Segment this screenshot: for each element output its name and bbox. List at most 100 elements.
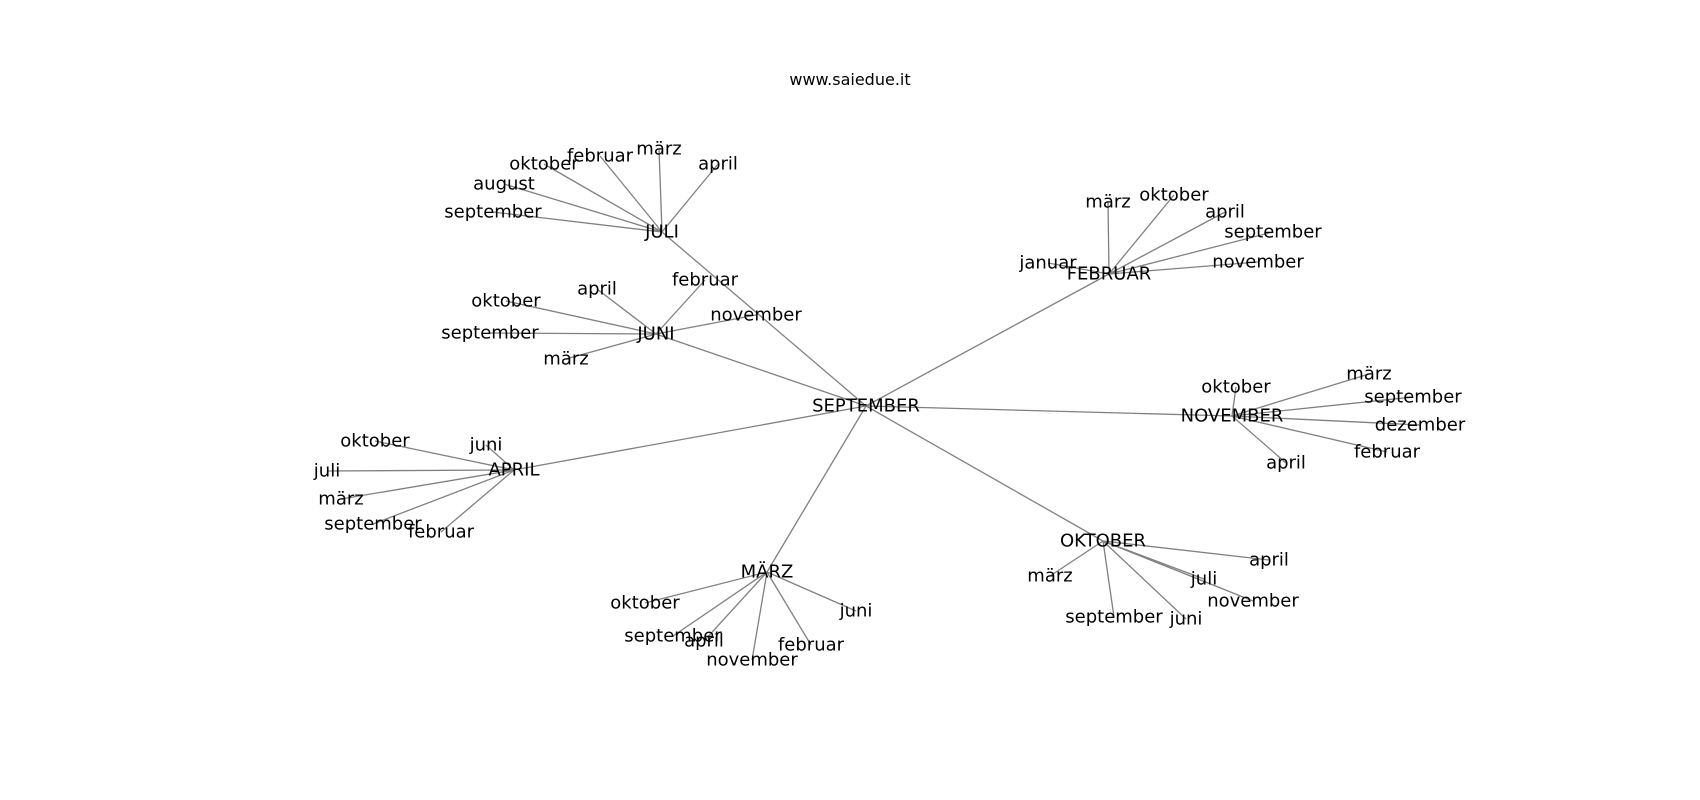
edge-april-februar [440, 469, 515, 533]
leaf-node-label-februar-januar: januar [1018, 253, 1077, 274]
edge-root-juli [661, 231, 867, 407]
leaf-node-label-november-oktober: oktober [1201, 377, 1271, 398]
leaf-node-label-juli-august: august [473, 174, 535, 195]
edge-oktober-november [1102, 540, 1254, 602]
hub-node-label-februar: FEBRUAR [1067, 264, 1152, 285]
edge-maerz-november [751, 571, 768, 661]
edge-april-juni [485, 444, 515, 471]
leaf-node-label-februar-oktober: oktober [1139, 185, 1209, 206]
edge-juli-oktober [543, 163, 663, 233]
edge-root-november [865, 405, 1233, 417]
edge-juli-september [492, 211, 663, 233]
edge-juni-maerz [565, 333, 657, 360]
leaf-node-label-oktober-april: april [1249, 550, 1289, 571]
leaf-node-label-april-juli: juli [313, 461, 340, 482]
edge-februar-januar [1047, 262, 1110, 275]
edge-februar-maerz [1107, 201, 1110, 275]
edge-november-september [1231, 396, 1414, 417]
site-title: www.saiedue.it [789, 70, 911, 89]
leaf-node-label-juni-september: september [441, 323, 539, 344]
edge-root-oktober [865, 405, 1104, 542]
edge-oktober-april [1102, 540, 1270, 561]
leaf-node-label-juli-oktober: oktober [509, 154, 579, 175]
leaf-node-label-april-maerz: märz [318, 489, 363, 510]
edge-root-april [513, 405, 867, 471]
edge-maerz-oktober [644, 571, 768, 604]
edge-juni-februar [655, 279, 706, 335]
edge-november-april [1231, 415, 1287, 464]
leaf-node-label-november-april: april [1266, 453, 1306, 474]
leaf-node-label-februar-november: november [1212, 252, 1304, 273]
edge-oktober-juni [1102, 540, 1187, 620]
edge-root-juni [655, 333, 867, 407]
hub-node-label-oktober: OKTOBER [1060, 531, 1146, 552]
leaf-node-label-juni-november: november [710, 305, 802, 326]
leaf-node-label-juli-april: april [698, 154, 738, 175]
edge-oktober-september [1102, 540, 1115, 618]
hub-node-label-maerz: MÄRZ [741, 562, 794, 583]
leaf-node-label-juni-februar: februar [672, 270, 739, 291]
leaf-node-label-oktober-juni: juni [1169, 609, 1203, 630]
leaf-node-label-juli-februar: februar [567, 146, 634, 167]
edge-maerz-september [672, 571, 768, 637]
root-node-label: SEPTEMBER [812, 396, 920, 417]
edge-november-dezember [1231, 415, 1421, 426]
edge-root-maerz [766, 405, 867, 573]
edge-april-september [372, 469, 515, 525]
edge-juni-oktober [505, 300, 657, 335]
edge-november-maerz [1231, 373, 1370, 417]
hub-node-label-november: NOVEMBER [1181, 406, 1284, 427]
leaf-node-label-juni-oktober: oktober [471, 291, 541, 312]
leaf-node-label-april-februar: februar [408, 522, 475, 543]
leaf-node-label-april-oktober: oktober [340, 431, 410, 452]
edge-juni-september [489, 332, 657, 335]
edge-juli-februar [599, 155, 663, 233]
leaf-node-label-november-maerz: märz [1346, 364, 1391, 385]
leaf-node-label-maerz-september: september [624, 626, 722, 647]
edge-maerz-februar [766, 571, 812, 646]
leaf-node-label-juni-april: april [577, 279, 617, 300]
leaf-node-label-maerz-juni: juni [839, 601, 873, 622]
edge-juli-maerz [658, 148, 663, 233]
leaf-node-label-maerz-februar: februar [778, 635, 845, 656]
leaf-node-label-maerz-april: april [684, 631, 724, 652]
edge-november-februar [1231, 415, 1388, 453]
edge-februar-april [1108, 211, 1226, 275]
edge-februar-oktober [1108, 194, 1175, 275]
edge-februar-september [1108, 231, 1274, 275]
leaf-node-label-november-dezember: dezember [1375, 415, 1466, 436]
edge-oktober-maerz [1049, 540, 1104, 577]
leaf-node-label-oktober-maerz: märz [1027, 566, 1072, 587]
leaf-node-label-oktober-september: september [1065, 607, 1163, 628]
edge-februar-november [1108, 261, 1259, 275]
leaf-node-label-juni-maerz: märz [543, 349, 588, 370]
leaf-node-label-februar-april: april [1205, 202, 1245, 223]
hub-node-label-april: APRIL [488, 460, 539, 481]
edge-juli-april [661, 163, 719, 233]
edge-november-oktober [1231, 386, 1237, 417]
leaf-node-label-april-september: september [324, 514, 422, 535]
leaf-node-label-april-juni: juni [469, 435, 503, 456]
edge-juni-november [655, 314, 757, 335]
edge-maerz-juni [766, 571, 857, 612]
hub-node-label-juni: JUNI [636, 324, 674, 345]
leaf-node-label-februar-maerz: märz [1085, 192, 1130, 213]
hub-node-label-juli: JULI [644, 222, 679, 243]
edge-juli-august [503, 183, 663, 233]
edge-root-februar [865, 273, 1110, 407]
leaf-node-label-november-september: september [1364, 387, 1462, 408]
edge-april-oktober [374, 440, 515, 471]
edge-juni-april [596, 288, 657, 335]
edge-april-maerz [340, 469, 515, 500]
edge-april-juli [326, 469, 515, 472]
leaf-node-label-juli-maerz: märz [636, 139, 681, 160]
leaf-node-label-juli-september: september [444, 202, 542, 223]
leaf-node-label-november-februar: februar [1354, 442, 1421, 463]
edge-maerz-april [703, 571, 768, 642]
leaf-node-label-maerz-november: november [706, 650, 798, 671]
leaf-node-label-oktober-november: november [1207, 591, 1299, 612]
leaf-node-label-februar-september: september [1224, 222, 1322, 243]
leaf-node-label-oktober-juli: juli [1190, 569, 1217, 590]
